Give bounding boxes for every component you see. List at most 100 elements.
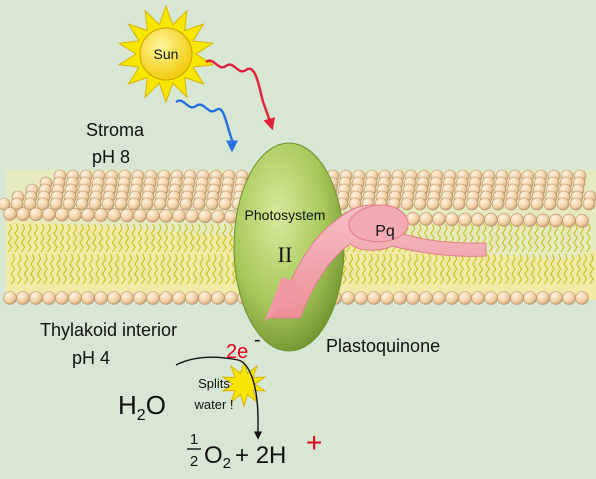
o2-subscript: 2 — [223, 455, 231, 472]
lipid-tail — [53, 223, 58, 253]
lipid-tail — [504, 253, 510, 285]
lipid-tail — [478, 253, 484, 285]
lipid-tail — [420, 253, 425, 285]
lipid-head — [517, 197, 531, 211]
lipid-tail — [199, 253, 204, 285]
lipid-tail — [56, 253, 61, 285]
lipid-tail — [576, 253, 581, 285]
lipid-tail — [27, 223, 32, 253]
lipid-tail — [550, 253, 555, 285]
electrons-label: 2e — [226, 341, 248, 363]
lipid-tail — [452, 253, 458, 285]
lipid-tail — [222, 223, 227, 253]
lipid-tail — [183, 223, 188, 253]
oxygen-products: O2+ 2H — [204, 442, 286, 472]
lipid-tail — [101, 253, 107, 285]
lipid-tail — [355, 253, 360, 285]
lipid-tail — [153, 253, 159, 285]
lipid-tail — [387, 253, 393, 285]
lipid-tail — [495, 223, 500, 253]
lipid-head — [419, 212, 433, 226]
lipid-tail — [537, 253, 542, 285]
lipid-tail — [121, 253, 126, 285]
water-label: water ! — [193, 397, 233, 412]
red-light-wave — [205, 59, 276, 131]
lipid-tail — [14, 223, 19, 253]
lipid-tail — [381, 253, 386, 285]
lipid-tail — [521, 223, 526, 253]
lipid-head — [211, 291, 225, 305]
lipid-head — [10, 197, 24, 211]
lipid-head — [55, 207, 69, 222]
plastoquinone-molecule — [264, 204, 487, 322]
lipid-tail — [508, 223, 513, 253]
lipid-head — [179, 197, 193, 211]
lipid-head — [458, 212, 472, 227]
lipid-head — [439, 197, 453, 211]
lipid-tail — [98, 223, 104, 253]
lipid-head — [549, 291, 563, 305]
lipid-tail — [72, 223, 78, 253]
lipid-tail — [407, 253, 412, 285]
lipid-head — [120, 291, 134, 305]
lipid-head — [471, 212, 485, 227]
lipid-tail — [196, 223, 201, 253]
lipid-head — [523, 213, 537, 227]
lipid-head — [354, 291, 368, 305]
proton-charge: + — [306, 427, 322, 458]
lipid-tail — [105, 223, 110, 253]
lipid-head — [426, 197, 440, 211]
lipid-head — [140, 197, 154, 211]
fraction-denominator: 2 — [190, 453, 198, 470]
lipid-head — [159, 291, 173, 305]
electron-flow-arrow — [175, 356, 263, 440]
lipid-head — [419, 291, 433, 305]
lipid-tail — [485, 253, 490, 285]
lipid-tail — [79, 223, 84, 253]
lipid-head — [68, 291, 82, 305]
lipid-tail — [62, 253, 68, 285]
lipid-head — [94, 208, 108, 222]
lipid-tail — [569, 253, 575, 285]
lipid-tail — [527, 223, 533, 253]
lipid-tail — [10, 253, 16, 285]
lipid-head — [81, 291, 95, 305]
sun-icon — [117, 4, 215, 104]
lipid-tail — [498, 253, 503, 285]
lipid-head — [484, 291, 498, 305]
lipid-head — [562, 291, 576, 305]
lipid-tail — [534, 223, 539, 253]
lipid-head — [3, 291, 17, 305]
lipid-tail — [368, 253, 373, 285]
lipid-tail — [7, 223, 13, 253]
lipid-tail — [176, 223, 182, 253]
water-splitting-burst-icon — [221, 360, 267, 408]
lipid-tail — [127, 253, 133, 285]
lipid-tail — [459, 253, 464, 285]
lipid-head — [504, 197, 518, 211]
lipid-tail — [69, 253, 74, 285]
lipid-tail — [488, 223, 494, 253]
lipid-head — [198, 209, 212, 224]
lipid-head — [510, 213, 524, 227]
lipid-head — [107, 208, 121, 222]
lipid-tail — [88, 253, 94, 285]
lipid-tail — [413, 253, 419, 285]
lipid-head — [49, 197, 63, 211]
lipid-head — [393, 291, 407, 305]
lipid-tail — [573, 223, 578, 253]
lipid-head — [224, 291, 238, 305]
lipid-tail — [134, 253, 139, 285]
lipid-head — [16, 207, 30, 221]
lipid-tail — [23, 253, 29, 285]
lipid-tail — [579, 223, 585, 253]
lipid-tail — [192, 253, 198, 285]
lipid-tail — [189, 223, 195, 253]
lipid-tail — [150, 223, 156, 253]
lipid-head — [114, 197, 128, 211]
lipid-head — [523, 291, 537, 305]
lipid-head — [543, 197, 557, 211]
lipid-head — [400, 197, 414, 211]
lipid-head — [198, 291, 212, 305]
lipid-tail — [40, 223, 45, 253]
